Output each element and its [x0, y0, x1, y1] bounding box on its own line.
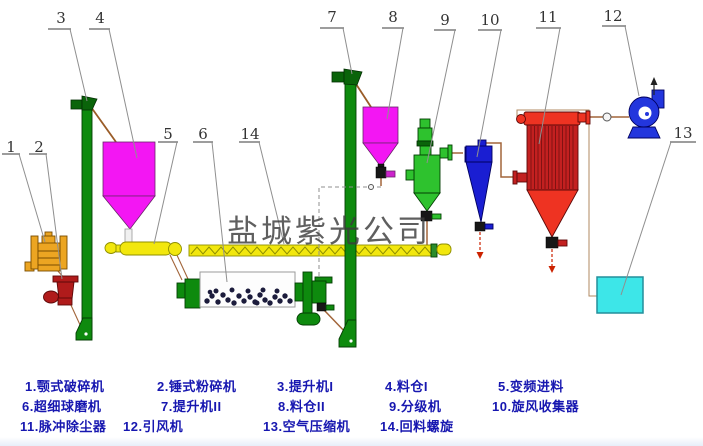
label-13: 13	[620, 124, 696, 296]
cyclone-discharge-valve	[474, 221, 494, 232]
classifier-discharge-valve	[420, 210, 442, 222]
bucket-elevator-2	[331, 68, 363, 348]
label-7: 7	[320, 8, 353, 75]
label-2: 2	[29, 138, 63, 280]
label-9: 9	[426, 11, 456, 164]
variable-frequency-feeder	[104, 241, 182, 256]
svg-text:12: 12	[603, 7, 622, 25]
induced-draft-fan	[627, 77, 665, 139]
label-11: 11	[536, 8, 561, 145]
legend-item-3: 3.提升机I	[277, 379, 334, 394]
bucket-elevator-1	[70, 95, 98, 341]
silo2-discharge-valve	[375, 163, 396, 179]
baghouse-discharge-valve	[545, 236, 568, 249]
legend-item-8: 8.料仓II	[278, 399, 326, 414]
label-14: 14	[239, 125, 285, 245]
svg-text:5: 5	[163, 125, 173, 143]
page-edge-band	[0, 437, 703, 446]
discharge-arrow	[476, 252, 484, 259]
exhaust-arrow	[650, 77, 658, 85]
cyclone-collector	[464, 139, 494, 259]
svg-text:4: 4	[95, 9, 105, 27]
legend-item-9: 9.分级机	[389, 399, 442, 414]
legend-item-13: 13.空气压缩机	[263, 419, 351, 434]
legend-item-10: 10.旋风收集器	[492, 399, 580, 414]
svg-text:9: 9	[440, 11, 450, 29]
label-10: 10	[476, 11, 502, 158]
label-5: 5	[153, 125, 178, 245]
elevator2-discharge-spout	[355, 83, 372, 108]
label-6: 6	[193, 125, 228, 283]
svg-text:7: 7	[327, 8, 337, 26]
classifier-motor	[417, 127, 433, 142]
legend-item-14: 14.回料螺旋	[380, 419, 454, 434]
air-compressor	[596, 276, 644, 314]
legend-item-5: 5.变频进料	[498, 379, 564, 394]
mill-motor	[296, 312, 321, 326]
svg-text:11: 11	[538, 8, 557, 26]
return-screw-conveyor	[188, 243, 452, 258]
svg-text:8: 8	[388, 8, 398, 26]
silo-1	[102, 141, 156, 243]
svg-text:2: 2	[34, 138, 44, 156]
classifier	[405, 118, 453, 222]
cyclone-to-baghouse-pipe	[486, 142, 514, 178]
grinding-balls	[204, 287, 293, 306]
legend-item-4: 4.料仓I	[385, 379, 428, 394]
silo2-to-mill-feed-line	[318, 186, 381, 277]
hammer-mill	[43, 275, 79, 306]
svg-text:1: 1	[6, 138, 16, 156]
svg-text:6: 6	[198, 125, 208, 143]
silo-2	[362, 106, 399, 168]
baghouse-inlet	[516, 172, 528, 183]
svg-text:14: 14	[240, 125, 259, 143]
compressed-air-line	[516, 109, 597, 297]
legend-item-2: 2.锤式粉碎机	[157, 379, 237, 394]
legend-item-11: 11.脉冲除尘器	[20, 419, 107, 434]
inline-fitting	[368, 184, 374, 190]
label-3: 3	[48, 9, 88, 102]
legend-item-12: 12.引风机	[123, 419, 184, 434]
discharge-arrow	[548, 266, 556, 273]
legend-item-7: 7.提升机II	[161, 399, 222, 414]
label-8: 8	[382, 8, 404, 120]
legend-item-6: 6.超细球磨机	[22, 399, 102, 414]
callout-labels: 1 2 3 4 5 6 7 8 9 10 11 12 13 14	[2, 7, 696, 296]
pulse-dust-collector	[512, 110, 591, 273]
legend-item-1: 1.颚式破碎机	[25, 379, 105, 394]
label-12: 12	[602, 7, 640, 97]
jaw-crusher	[24, 231, 68, 272]
svg-text:13: 13	[673, 124, 692, 142]
pipe-valve	[602, 112, 612, 122]
svg-text:3: 3	[56, 9, 66, 27]
pulse-air-inlet	[516, 114, 526, 124]
svg-text:10: 10	[480, 11, 499, 29]
elevator1-discharge-spout	[90, 106, 117, 143]
mill-discharge-valve	[316, 302, 335, 312]
company-watermark: 盐城紫光公司	[227, 214, 431, 250]
label-4: 4	[89, 9, 138, 159]
ball-mill	[176, 271, 335, 326]
label-1: 1	[2, 138, 46, 243]
